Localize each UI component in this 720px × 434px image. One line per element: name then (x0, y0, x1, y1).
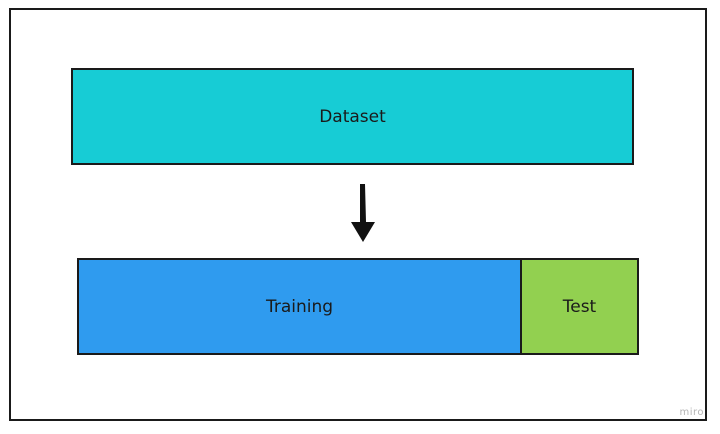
training-box: Training (77, 258, 522, 355)
dataset-box: Dataset (71, 68, 634, 165)
dataset-label: Dataset (319, 106, 386, 127)
test-box: Test (520, 258, 639, 355)
arrow-down-icon (351, 184, 375, 242)
miro-watermark: miro (679, 407, 704, 418)
training-label: Training (265, 296, 334, 317)
test-label: Test (562, 296, 597, 317)
